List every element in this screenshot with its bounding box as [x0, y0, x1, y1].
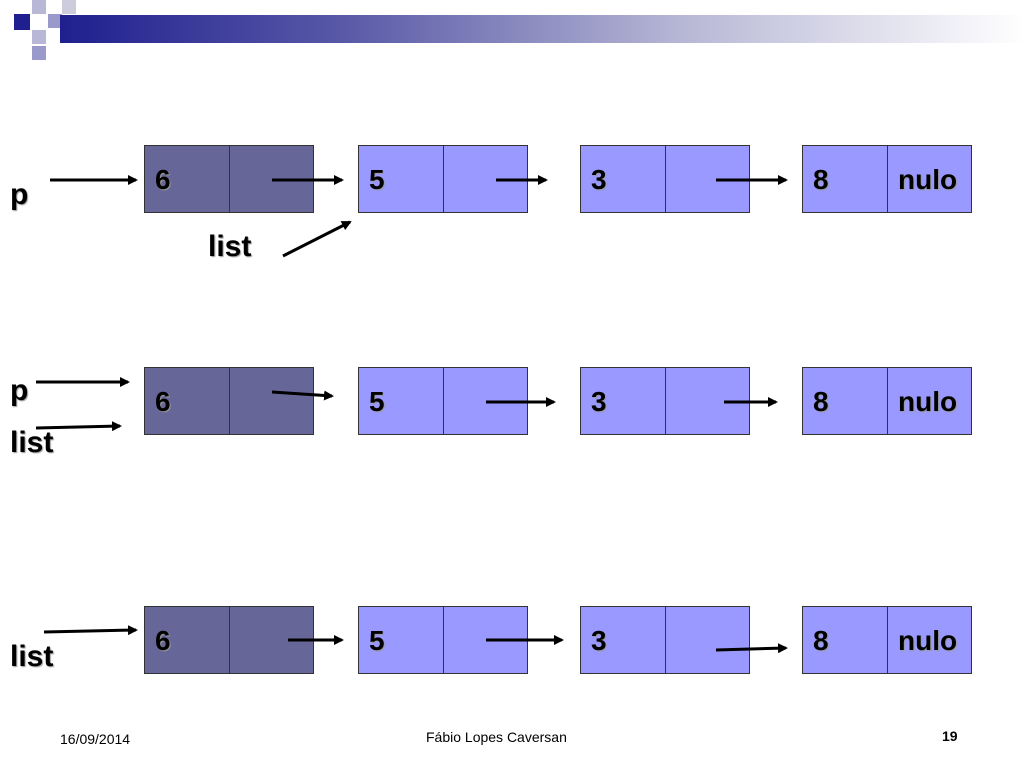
pointer-label-p: p — [10, 178, 29, 211]
header-gradient-bar — [60, 15, 1024, 43]
node-value-cell: 6 — [145, 146, 229, 212]
node-value-cell: 8 — [803, 368, 887, 434]
page-number: 19 — [942, 728, 958, 744]
node-value: 3 — [591, 164, 607, 195]
node-value-cell: 8 — [803, 607, 887, 673]
node-value: 6 — [155, 386, 171, 417]
list-node: 3 — [580, 367, 750, 435]
list-node: 6 — [144, 367, 314, 435]
list-node: 5 — [358, 145, 528, 213]
node-value: 6 — [155, 625, 171, 656]
node-next-cell — [443, 146, 527, 212]
node-value-cell: 3 — [581, 607, 665, 673]
header-square — [32, 30, 46, 44]
header-square — [62, 0, 76, 14]
list-node: 6 — [144, 145, 314, 213]
node-next: nulo — [898, 164, 958, 195]
node-value: 5 — [369, 625, 385, 656]
node-value: 8 — [813, 164, 829, 195]
list-node: 8 nulo — [802, 145, 972, 213]
node-next-cell — [229, 368, 313, 434]
pointer-label-list: list — [10, 640, 54, 673]
footer-author: Fábio Lopes Caversan — [426, 729, 567, 745]
node-value: 5 — [369, 164, 385, 195]
list-node: 6 — [144, 606, 314, 674]
node-value-cell: 8 — [803, 146, 887, 212]
node-value-cell: 5 — [359, 146, 443, 212]
node-value-cell: 3 — [581, 368, 665, 434]
list-node: 3 — [580, 606, 750, 674]
header-square — [32, 0, 46, 14]
node-next: nulo — [898, 386, 958, 417]
node-value-cell: 5 — [359, 368, 443, 434]
node-value-cell: 6 — [145, 368, 229, 434]
header-square — [32, 46, 46, 60]
node-value-cell: 6 — [145, 607, 229, 673]
arrow-list-to-node — [282, 220, 352, 258]
pointer-label-list: list — [10, 426, 54, 459]
node-next-cell — [443, 607, 527, 673]
header-square — [48, 14, 62, 28]
node-next-cell — [665, 607, 749, 673]
node-next: nulo — [898, 625, 958, 656]
node-next-cell — [229, 146, 313, 212]
node-next-cell — [229, 607, 313, 673]
node-next-cell — [665, 146, 749, 212]
list-node: 3 — [580, 145, 750, 213]
node-next-cell: nulo — [887, 146, 971, 212]
header-square — [14, 14, 30, 30]
node-next-cell — [443, 368, 527, 434]
node-value: 8 — [813, 386, 829, 417]
node-value: 3 — [591, 386, 607, 417]
pointer-label-list: list — [208, 230, 252, 263]
pointer-label-p: p — [10, 374, 29, 407]
list-node: 5 — [358, 367, 528, 435]
footer-date: 16/09/2014 — [60, 731, 131, 747]
node-value: 6 — [155, 164, 171, 195]
node-next-cell: nulo — [887, 607, 971, 673]
node-value: 8 — [813, 625, 829, 656]
list-node: 8 nulo — [802, 367, 972, 435]
node-value: 5 — [369, 386, 385, 417]
node-next-cell — [665, 368, 749, 434]
node-value-cell: 3 — [581, 146, 665, 212]
node-value: 3 — [591, 625, 607, 656]
list-node: 8 nulo — [802, 606, 972, 674]
arrow-list-to-node — [43, 625, 138, 636]
node-next-cell: nulo — [887, 368, 971, 434]
list-node: 5 — [358, 606, 528, 674]
node-value-cell: 5 — [359, 607, 443, 673]
